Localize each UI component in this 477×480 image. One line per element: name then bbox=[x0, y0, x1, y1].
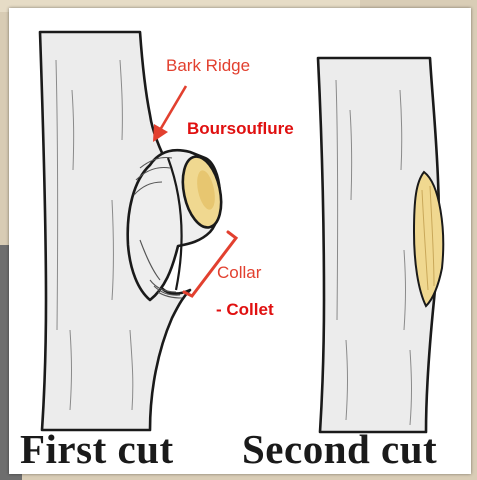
collet-label: - Collet bbox=[216, 300, 274, 320]
collar-label: Collar bbox=[217, 263, 261, 283]
bark-ridge-arrow bbox=[153, 86, 186, 142]
boursouflure-label: Boursouflure bbox=[186, 119, 295, 139]
first-cut-caption: First cut bbox=[20, 425, 174, 473]
bark-ridge-label: Bark Ridge bbox=[166, 56, 250, 76]
second-cut-caption: Second cut bbox=[242, 425, 437, 473]
